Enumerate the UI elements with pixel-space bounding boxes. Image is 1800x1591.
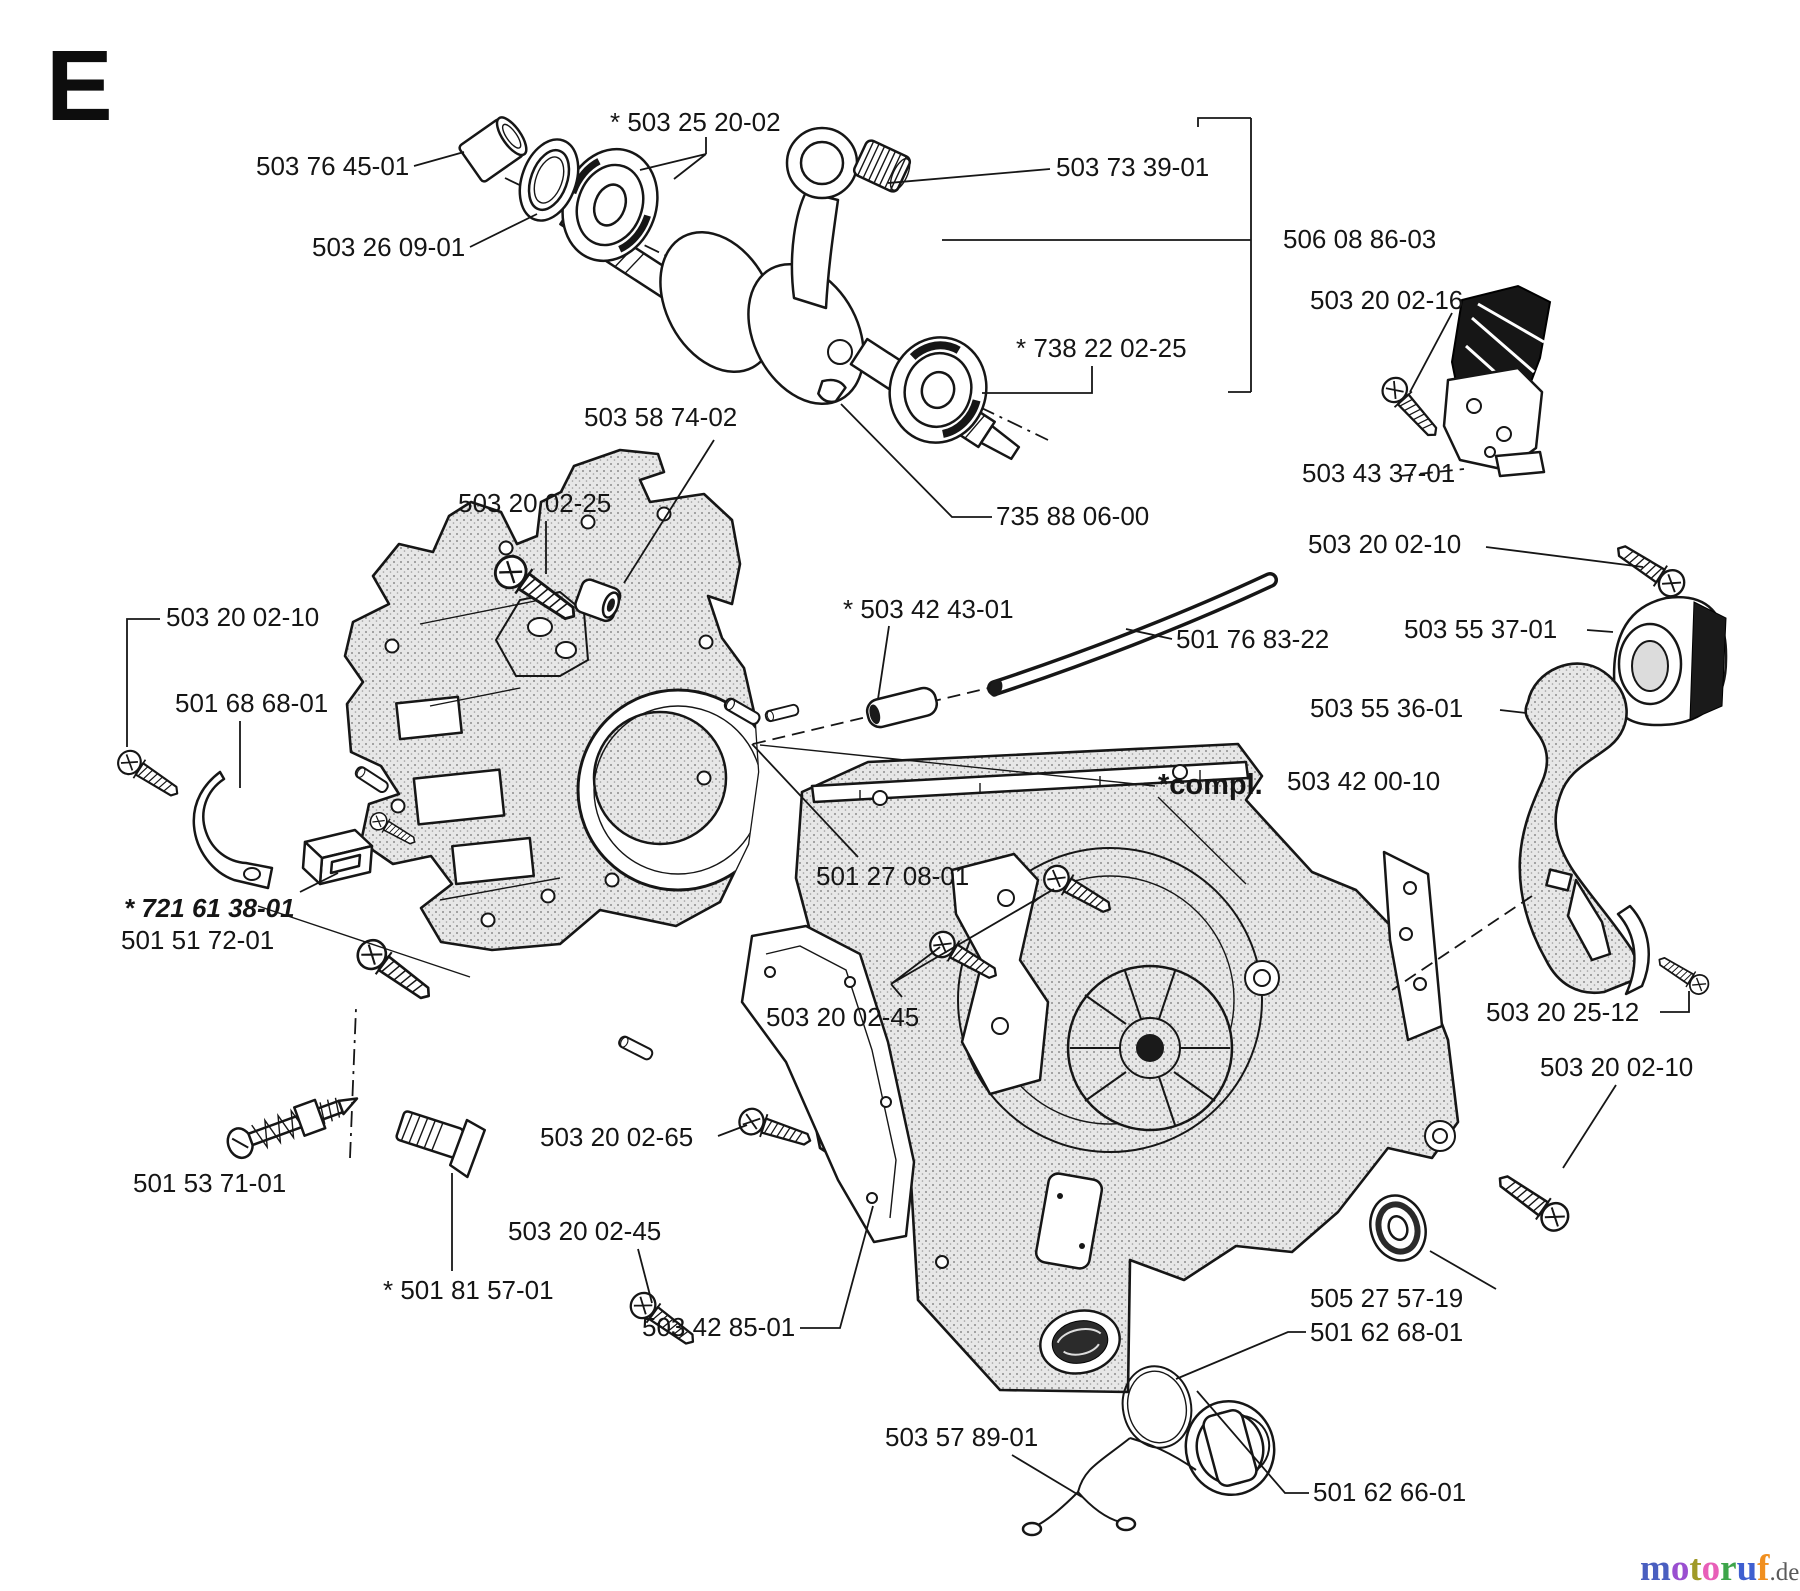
screw-503-20-02-65 <box>734 1104 816 1155</box>
leader-lines <box>126 117 1690 1498</box>
part-label-735-88-06-00: 735 88 06-00 <box>996 501 1149 531</box>
part-fuel-cap <box>1184 1399 1276 1497</box>
part-support-bracket <box>950 852 1050 1096</box>
part-label-501-76-83-22: 501 76 83-22 <box>1176 624 1329 654</box>
part-cap-cord-retainer <box>1021 1437 1197 1537</box>
part-connecting-rod <box>785 126 859 310</box>
part-woodruff-key <box>817 378 847 404</box>
part-label-501-51-72-01: 501 51 72-01 <box>121 925 274 955</box>
screw-503-20-25-12 <box>1653 950 1713 999</box>
part-plug-block <box>301 828 374 886</box>
part-idle-adjust-screw <box>226 1097 359 1160</box>
wm-letter: o <box>1671 1548 1690 1589</box>
part-bushing <box>458 116 528 183</box>
wm-letter: f <box>1757 1548 1770 1589</box>
screw-503-20-02-10-upper-right <box>1609 536 1691 603</box>
part-label-503-20-25-12: 503 20 25-12 <box>1486 997 1639 1027</box>
part-label-compl: *compl. <box>1158 769 1263 801</box>
part-label-503-58-74-02: 503 58 74-02 <box>584 402 737 432</box>
part-label-501-68-68-01: 501 68 68-01 <box>175 688 328 718</box>
wm-letter: r <box>1720 1548 1736 1589</box>
part-retainer-clip <box>192 770 274 890</box>
part-label-503-26-09-01: 503 26 09-01 <box>312 232 465 262</box>
part-seal-ring <box>518 138 580 222</box>
part-fuel-filler-neck <box>1039 1309 1121 1375</box>
part-main-bearing-right <box>888 336 988 444</box>
part-label-721-61-38-01: * 721 61 38-01 <box>124 893 295 923</box>
section-letter: E <box>46 30 113 142</box>
part-label-503-73-39-01: 503 73 39-01 <box>1056 152 1209 182</box>
part-label-501-81-57-01: * 501 81 57-01 <box>383 1275 554 1305</box>
part-brake-lever <box>1518 662 1650 996</box>
part-fuel-hose <box>987 572 1278 697</box>
part-dowel-pin-bottom <box>616 1034 655 1062</box>
part-label-505-27-57-19: 505 27 57-19 <box>1310 1283 1463 1313</box>
part-label-503-42-00-10: 503 42 00-10 <box>1287 766 1440 796</box>
part-label-503-20-02-10-left: 503 20 02-10 <box>166 602 319 632</box>
wm-letter: o <box>1702 1548 1721 1589</box>
part-label-503-55-36-01: 503 55 36-01 <box>1310 693 1463 723</box>
part-label-501-62-68-01: 501 62 68-01 <box>1310 1317 1463 1347</box>
part-brake-bracket <box>1442 366 1546 478</box>
part-cap-retainer-ring <box>1121 1365 1193 1449</box>
part-label-503-20-02-10-lower-right: 503 20 02-10 <box>1540 1052 1693 1082</box>
part-label-503-20-02-10-upper-right: 503 20 02-10 <box>1308 529 1461 559</box>
motoruf-watermark: motoruf.de <box>1640 1548 1799 1589</box>
part-label-503-20-02-45-bottom: 503 20 02-45 <box>508 1216 661 1246</box>
wm-letter: u <box>1737 1548 1758 1589</box>
part-label-503-20-02-16: 503 20 02-16 <box>1310 285 1463 315</box>
part-spacer-sleeve <box>574 578 622 623</box>
part-label-503-43-37-01: 503 43 37-01 <box>1302 458 1455 488</box>
wm-tld: .de <box>1770 1559 1800 1586</box>
part-label-503-42-85-01: 503 42 85-01 <box>642 1312 795 1342</box>
part-label-506-08-86-03: 506 08 86-03 <box>1283 224 1436 254</box>
part-impulse-pipe <box>763 702 801 724</box>
part-label-503-25-20-02: * 503 25 20-02 <box>610 107 781 137</box>
part-label-501-62-66-01: 501 62 66-01 <box>1313 1477 1466 1507</box>
part-label-503-20-02-25: 503 20 02-25 <box>458 488 611 518</box>
part-main-bearing-left <box>561 147 659 263</box>
part-label-503-55-37-01: 503 55 37-01 <box>1404 614 1557 644</box>
part-crankcase-left-half <box>343 448 760 952</box>
part-oil-seal <box>1369 1194 1427 1262</box>
screw-503-20-02-10-left <box>112 745 185 805</box>
screw-503-20-02-16 <box>1376 371 1446 445</box>
part-buffer-mount <box>1612 595 1728 727</box>
part-label-503-76-45-01: 503 76 45-01 <box>256 151 409 181</box>
wm-letter: t <box>1689 1548 1702 1589</box>
fan-spokes <box>1070 970 1230 1126</box>
wm-letter: m <box>1640 1548 1671 1589</box>
part-label-738-22-02-25: * 738 22 02-25 <box>1016 333 1187 363</box>
part-needle-bearing-cage <box>852 139 912 193</box>
part-decompression-plug <box>395 1110 486 1179</box>
part-label-503-20-02-65: 503 20 02-65 <box>540 1122 693 1152</box>
part-fuel-pipe <box>865 686 939 729</box>
part-label-503-57-89-01: 503 57 89-01 <box>885 1422 1038 1452</box>
part-crankcase-gasket <box>740 924 916 1244</box>
part-label-501-53-71-01: 501 53 71-01 <box>133 1168 286 1198</box>
part-label-503-20-02-45-mid: 503 20 02-45 <box>766 1002 919 1032</box>
part-label-503-42-43-01: * 503 42 43-01 <box>843 594 1014 624</box>
screw-case-lower-left <box>350 933 439 1010</box>
part-label-501-27-08-01: 501 27 08-01 <box>816 861 969 891</box>
screw-503-20-02-10-lower-right <box>1490 1165 1575 1238</box>
